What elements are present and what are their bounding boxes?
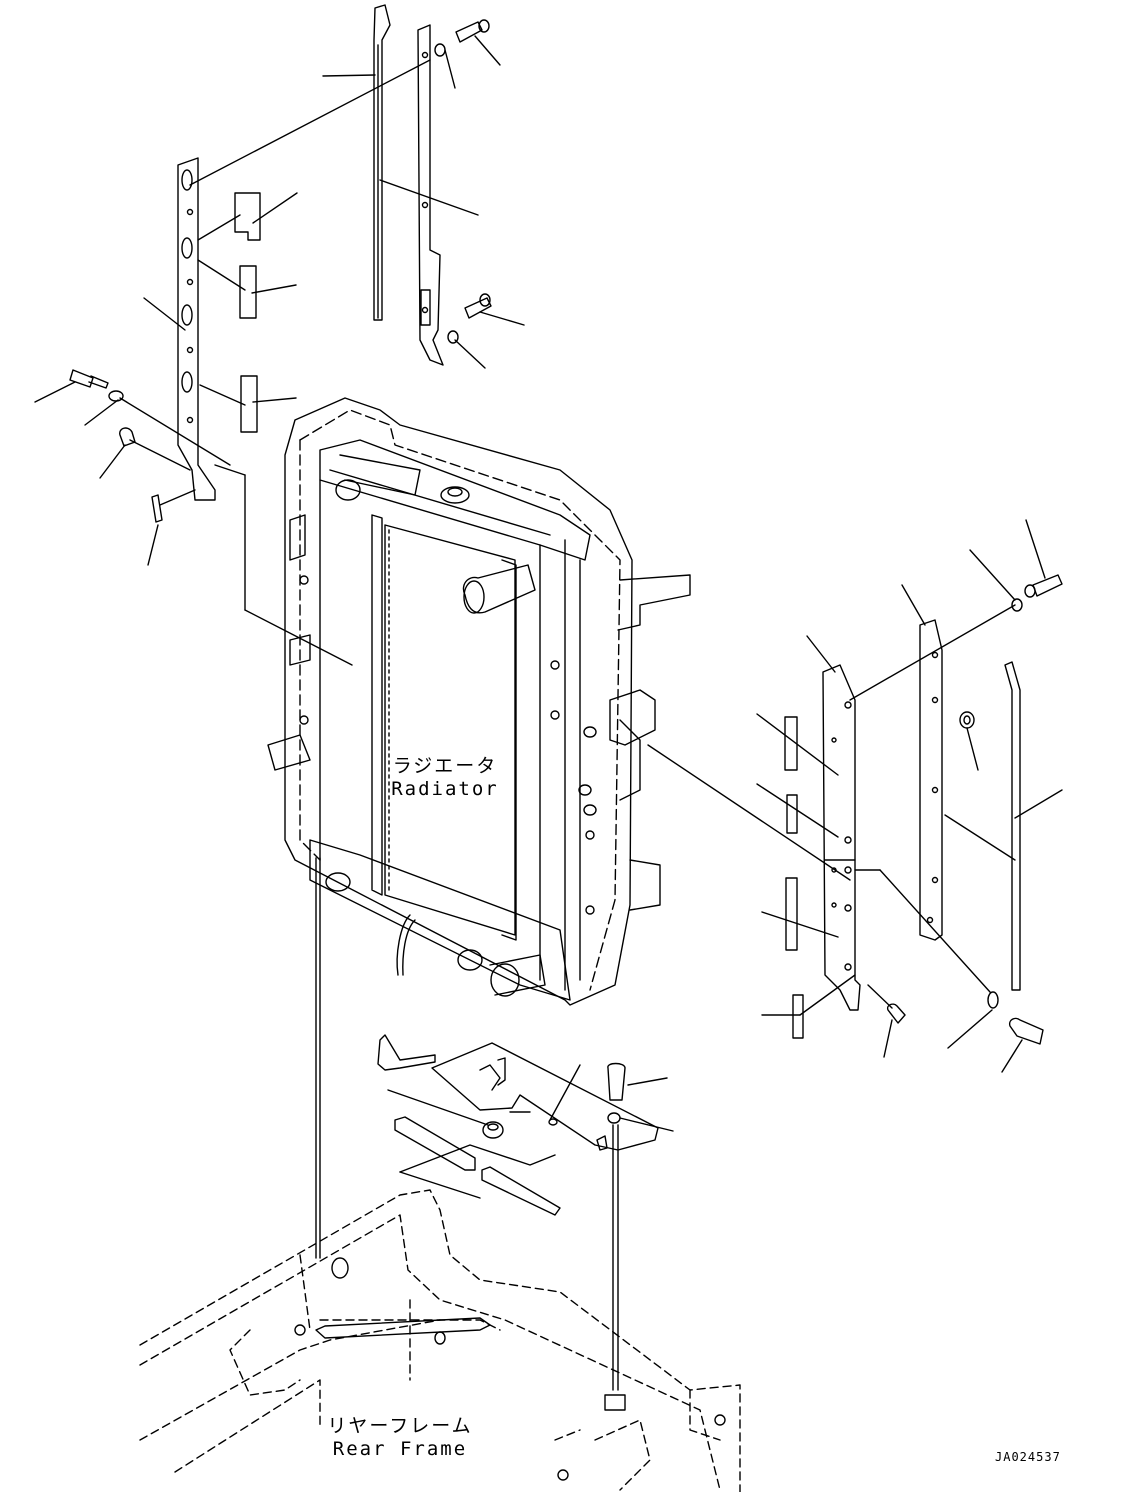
radiator-assembly [267,397,691,1006]
rear-frame [139,1189,741,1492]
bottom-plate-group [315,857,674,1391]
drawing-id: JA024537 [995,1450,1061,1464]
left-seal-plate-group [34,59,431,666]
radiator-label-en: Radiator [391,778,499,800]
rear-frame-details [294,1257,726,1481]
rear-frame-label-jp-visible: リヤーフレーム [327,1415,473,1437]
right-seal-plate-group [647,519,1063,1073]
rear-frame-label-en: Rear Frame [332,1438,468,1460]
radiator-label-jp: ラジエータ [392,755,498,777]
top-center-plate-group [322,4,525,369]
